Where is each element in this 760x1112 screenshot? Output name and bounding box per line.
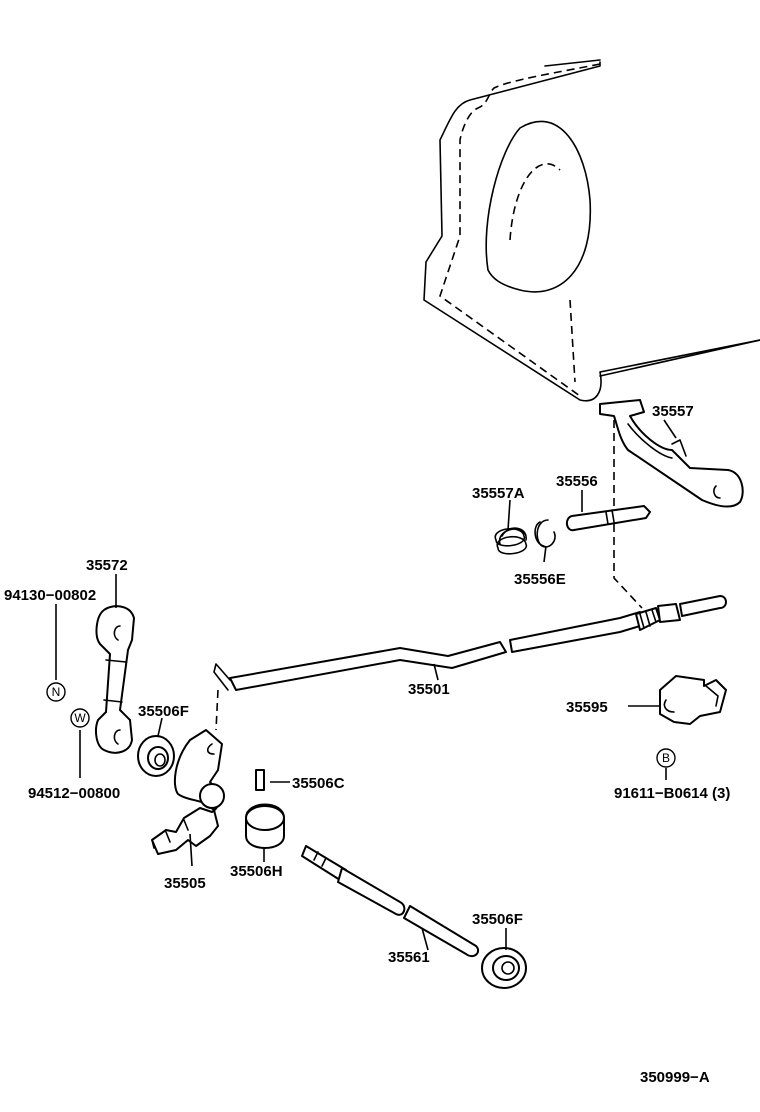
label-35501: 35501 — [408, 681, 450, 698]
label-94130-00802: 94130−00802 — [4, 587, 96, 604]
symbol-w: W — [70, 708, 90, 728]
transmission-case — [423, 59, 760, 402]
label-35506f-lower: 35506F — [472, 911, 523, 928]
part-35561-shaft — [301, 845, 480, 958]
part-35506f-seal-lower — [481, 947, 527, 989]
svg-text:N: N — [52, 685, 61, 699]
label-35556e: 35556E — [514, 571, 566, 588]
part-35557-bracket — [599, 399, 744, 508]
label-94512-00800: 94512−00800 — [28, 785, 120, 802]
part-35505-detent-plate — [151, 729, 225, 855]
part-35501-cable — [213, 595, 727, 691]
leader-lines — [55, 419, 677, 951]
label-35506c: 35506C — [292, 775, 345, 792]
label-35505: 35505 — [164, 875, 206, 892]
part-35556e-clip — [534, 519, 556, 548]
label-35557a: 35557A — [472, 485, 525, 502]
guide-line-lever — [215, 689, 219, 731]
label-35595: 35595 — [566, 699, 608, 716]
part-35595-bracket — [659, 675, 727, 725]
svg-text:B: B — [662, 751, 670, 765]
part-35572-lever — [95, 605, 135, 754]
label-35572: 35572 — [86, 557, 128, 574]
reference-code: 350999−A — [640, 1069, 710, 1086]
symbol-b: B — [656, 748, 676, 768]
label-35506h: 35506H — [230, 863, 283, 880]
label-35561: 35561 — [388, 949, 430, 966]
label-35557: 35557 — [652, 403, 694, 420]
label-35506f-upper: 35506F — [138, 703, 189, 720]
part-35506f-seal-upper — [137, 735, 175, 777]
part-35506c-pin — [255, 769, 265, 791]
guide-line-cable — [613, 420, 643, 609]
svg-text:W: W — [74, 711, 86, 725]
part-35506h-bushing — [245, 803, 285, 849]
label-91611-b0614: 91611−B0614 (3) — [614, 785, 730, 802]
label-35556: 35556 — [556, 473, 598, 490]
symbol-n: N — [46, 682, 66, 702]
part-35556-pin — [566, 505, 651, 532]
part-35557a-spring — [494, 527, 527, 555]
